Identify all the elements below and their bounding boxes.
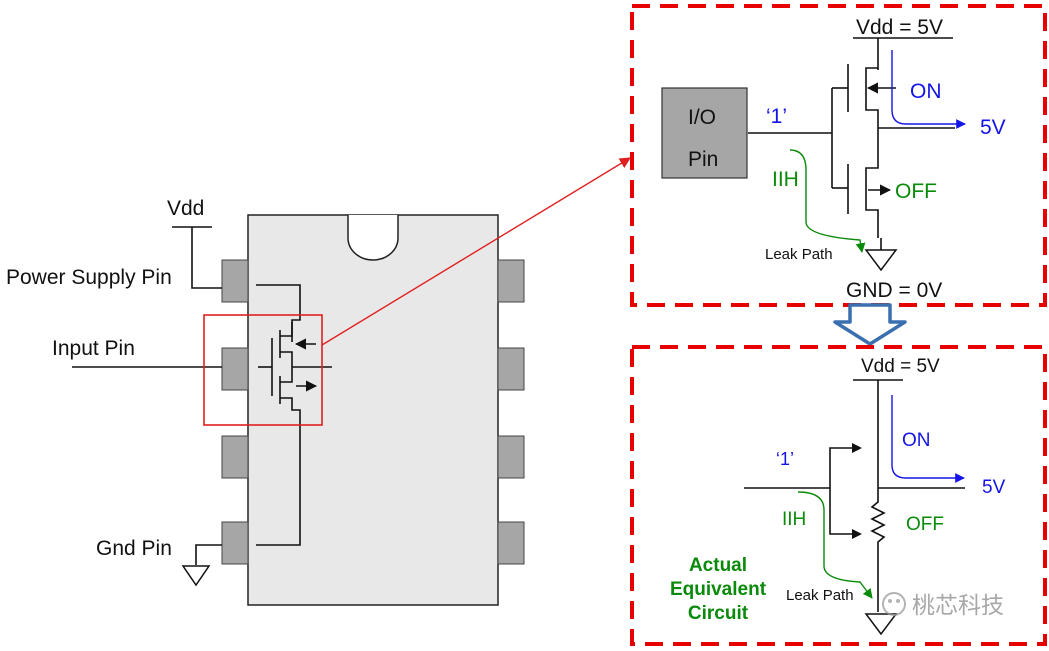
bottom-off-switch-arrowhead [852,529,862,539]
top-on-current-arrow [891,50,966,129]
watermark-text: 桃芯科技 [912,592,1004,618]
pin-left-3 [221,435,249,479]
io-label-line1: I/O [688,106,716,129]
top-leak-label: Leak Path [765,246,833,263]
chip-internal-cmos [256,284,332,546]
caption-line3: Circuit [688,603,749,624]
bottom-iih-label: IIH [782,509,806,530]
top-one-label: ‘1’ [766,105,787,128]
pin-right-1 [497,259,525,303]
input-pin-label: Input Pin [52,337,135,360]
bottom-on-switch-arrowhead [852,443,862,453]
bottom-on-current-arrow [891,395,965,483]
gnd-label: GND = 0V [846,279,942,302]
top-panel-border [630,4,1047,307]
bottom-on-label: ON [902,430,931,451]
bottom-equivalent-panel [630,345,1047,646]
bottom-panel-border [630,345,1047,646]
bottom-leak-label: Leak Path [786,587,854,604]
pin-right-4 [497,521,525,565]
bottom-one-label: ‘1’ [776,449,794,469]
bottom-leak-path-arrow [797,491,873,599]
gnd-pin-label: Gnd Pin [96,537,172,560]
top-vdd-label: Vdd = 5V [856,16,943,39]
top-leak-path-arrow [789,149,866,253]
bottom-off-label: OFF [906,514,944,535]
power-supply-pin-label: Power Supply Pin [6,266,172,289]
top-on-label: ON [910,80,942,103]
zoom-arrow [321,157,631,346]
pin-left-2 [221,347,249,391]
highlight-box [203,314,323,426]
top-output-label: 5V [980,116,1006,139]
top-callout-panel [630,4,1047,307]
top-off-label: OFF [895,180,937,203]
bottom-vdd-label: Vdd = 5V [861,356,940,377]
watermark: 桃芯科技 [882,592,1004,618]
caption-line1: Actual [689,555,747,576]
top-iih-label: IIH [772,168,799,191]
watermark-logo-icon [882,592,906,616]
top-ground-icon [864,249,898,272]
io-label-line2: Pin [688,148,718,171]
chip-body [247,214,499,606]
ic-chip [72,214,525,606]
chip-vdd-label: Vdd [167,197,204,220]
caption-line2: Equivalent [670,579,767,600]
pin-left-1 [221,259,249,303]
pin-right-3 [497,435,525,479]
pin-right-2 [497,347,525,391]
io-pin-block [661,87,748,179]
chip-ground-icon [181,565,211,587]
bottom-output-label: 5V [982,477,1006,498]
bottom-ground-icon [864,613,898,636]
transform-down-arrow [833,303,907,346]
chip-notch [347,215,399,261]
pin-left-4 [221,521,249,565]
